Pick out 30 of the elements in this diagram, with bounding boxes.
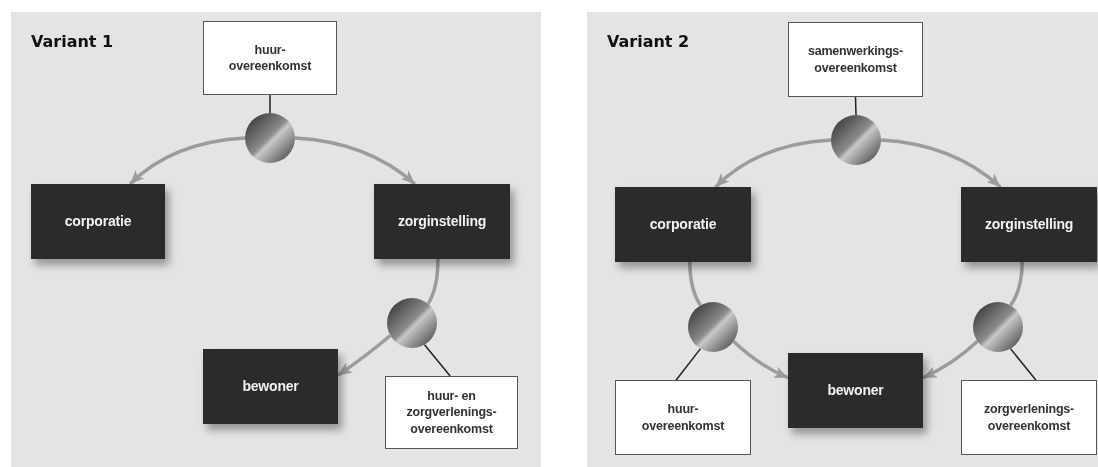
party-box: corporatie xyxy=(615,187,751,262)
leader-line xyxy=(675,347,702,381)
party-box: zorginstelling xyxy=(374,184,510,259)
leader-line xyxy=(854,96,857,116)
party-box: corporatie xyxy=(31,184,165,259)
agreement-box: huur- overeenkomst xyxy=(615,380,751,455)
leader-line xyxy=(269,94,271,114)
arrow xyxy=(922,340,979,380)
arrow xyxy=(294,136,416,186)
arrow xyxy=(128,136,246,186)
panel-title: Variant 2 xyxy=(607,32,690,51)
agreement-box: huur- en zorgverlenings- overeenkomst xyxy=(385,376,518,449)
agreement-box: zorgverlenings- overeenkomst xyxy=(961,380,1097,455)
arrow xyxy=(732,340,789,380)
leader-line xyxy=(1009,347,1037,381)
connector-line xyxy=(426,259,440,305)
connector-line xyxy=(1009,261,1024,307)
variant-panel xyxy=(587,12,1098,467)
panel-title: Variant 1 xyxy=(31,32,114,51)
variant-panel xyxy=(11,12,541,467)
leader-line xyxy=(423,343,451,377)
connector-line xyxy=(688,261,702,307)
arrow xyxy=(880,138,1002,189)
party-box: bewoner xyxy=(203,349,338,424)
agreement-box: samenwerkings- overeenkomst xyxy=(788,22,923,97)
party-box: bewoner xyxy=(788,353,923,428)
arrow xyxy=(714,138,832,189)
arrow xyxy=(337,334,392,377)
party-box: zorginstelling xyxy=(961,187,1097,262)
agreement-box: huur- overeenkomst xyxy=(203,21,337,95)
